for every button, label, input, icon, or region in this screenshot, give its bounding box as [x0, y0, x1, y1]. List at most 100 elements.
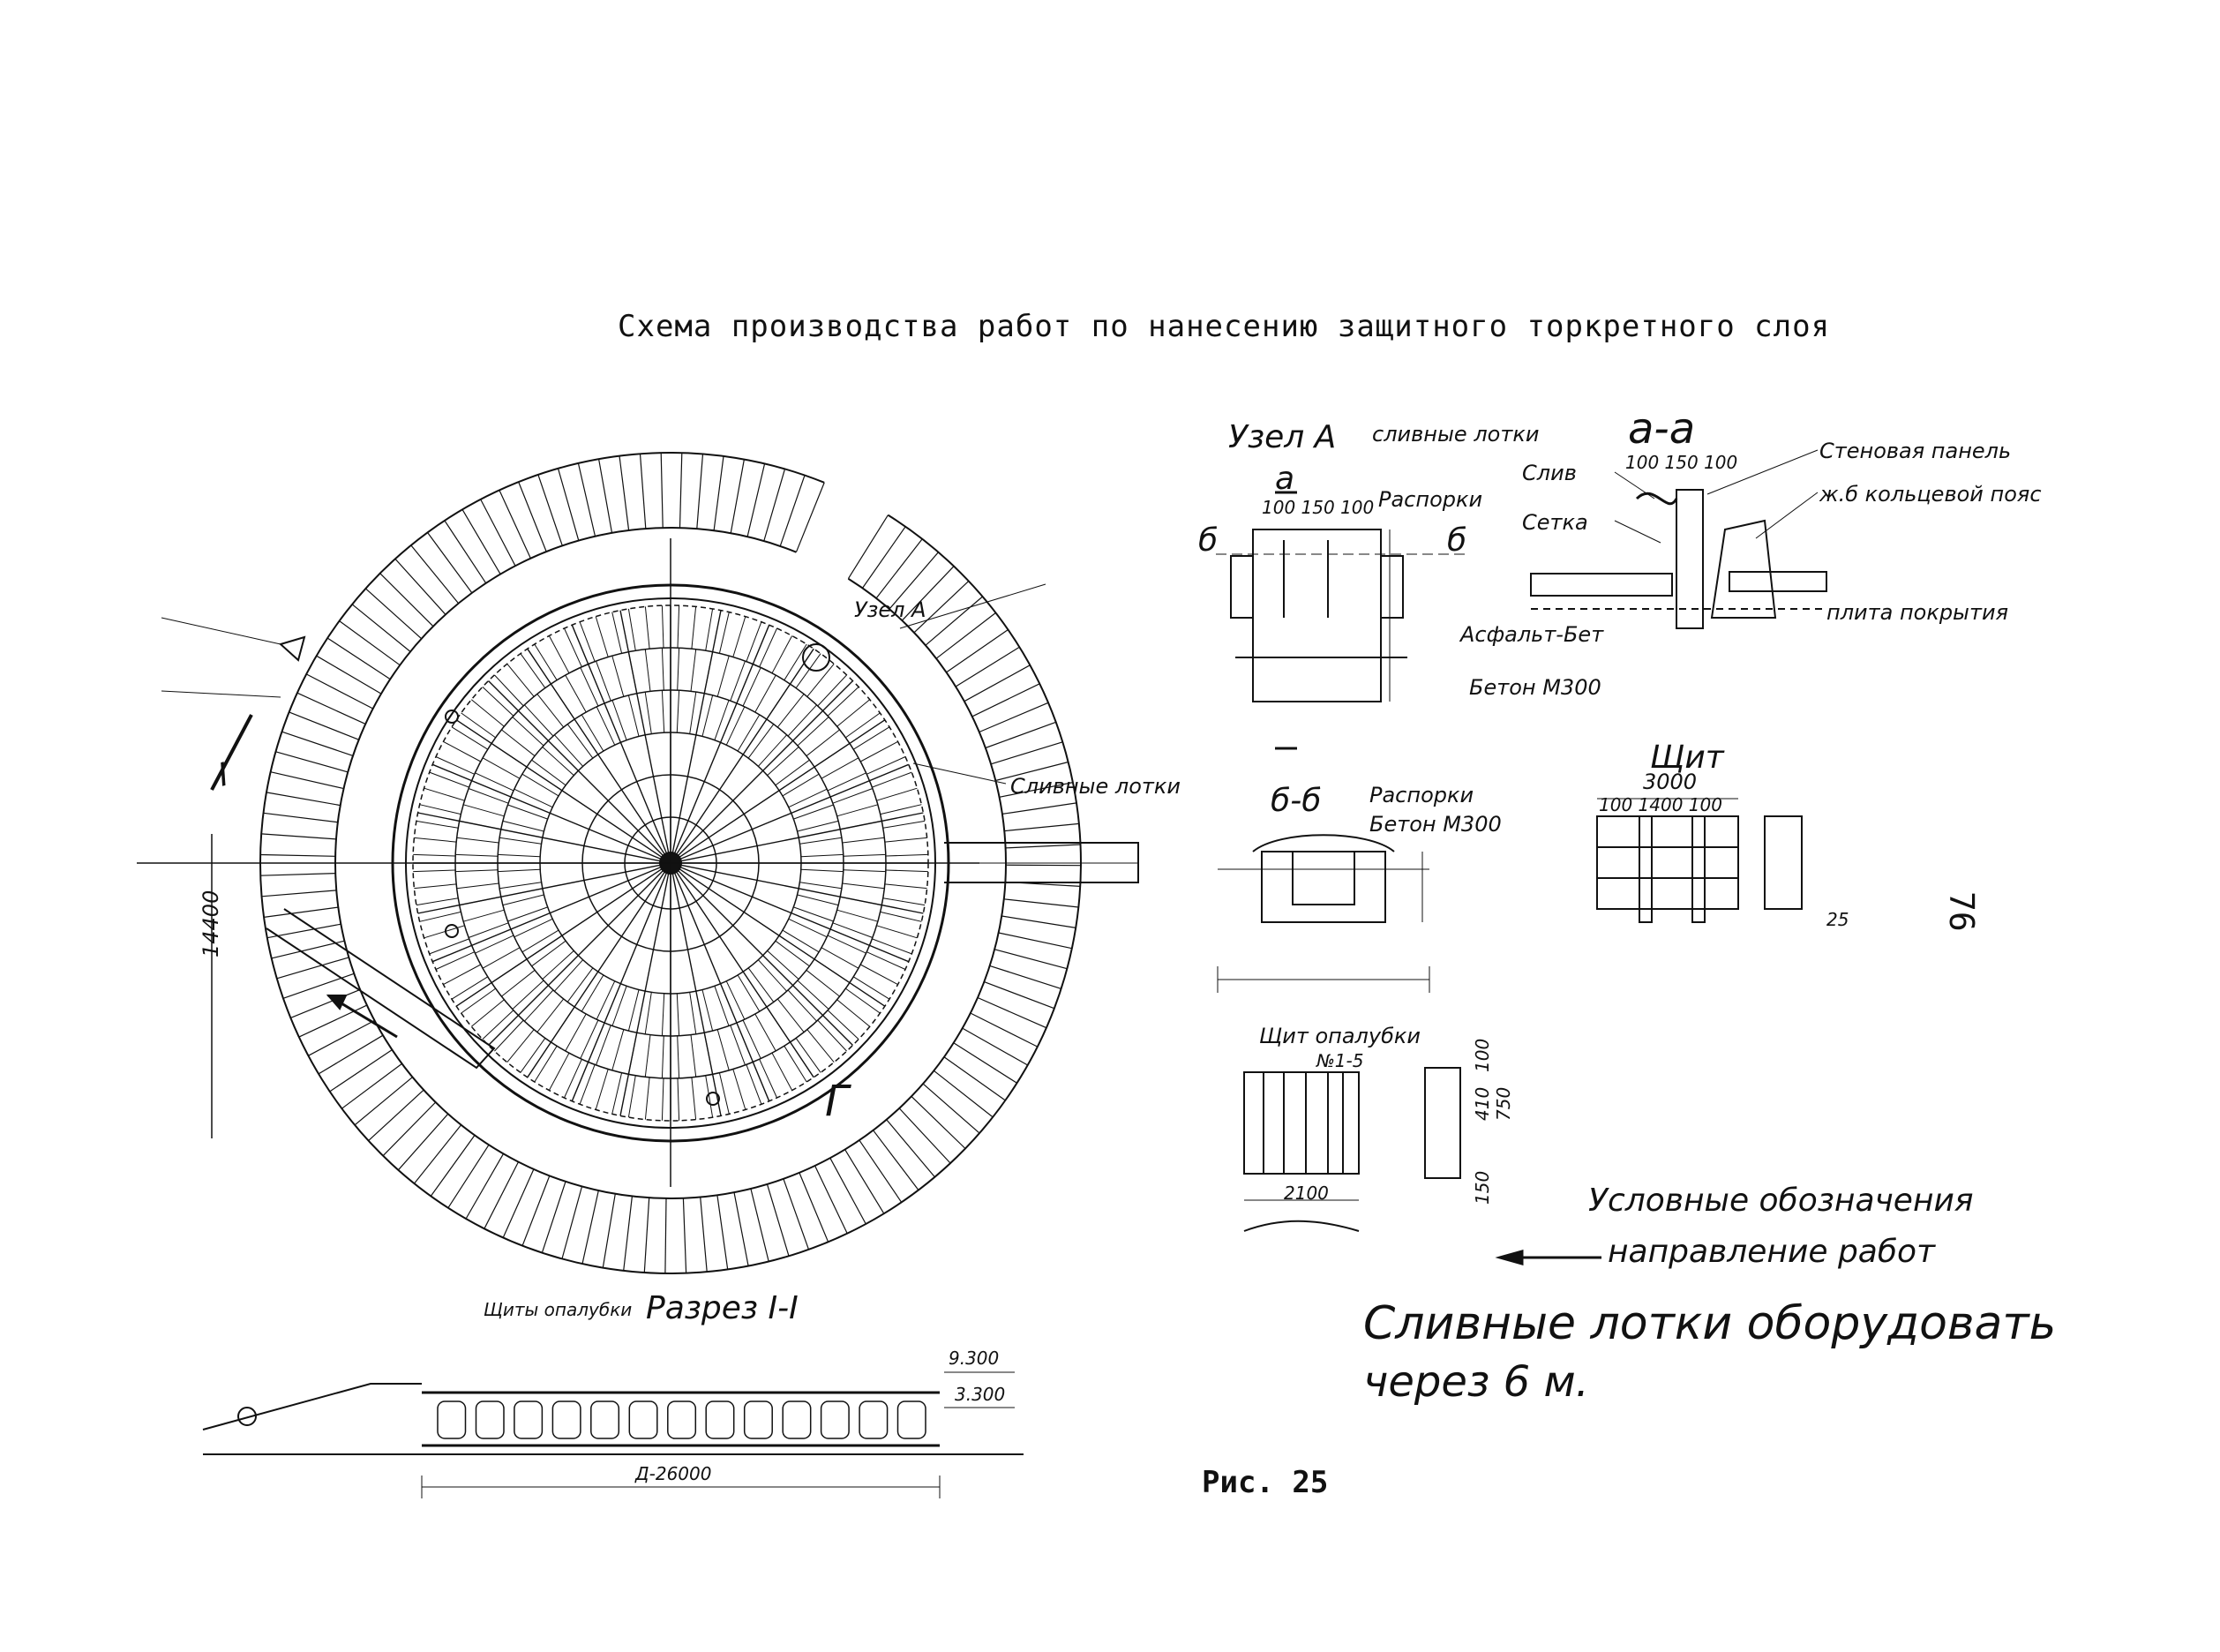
dome-radial-line [417, 864, 661, 914]
dome-segment-line [595, 616, 609, 657]
dome-segment-line [491, 742, 528, 768]
node-a-mark-b-left: б [1198, 522, 1219, 559]
section-aa-asfalt-label: Асфальт-Бет [1460, 622, 1604, 647]
node-a-channel-left [1230, 555, 1254, 619]
outer-ring-segment-line [700, 1197, 708, 1273]
outer-ring-segment-line [461, 508, 501, 574]
dome-segment-line [536, 998, 565, 1032]
dome-segment-line [542, 950, 574, 980]
node-a-dims-top: 100 150 100 [1262, 497, 1375, 518]
dome-segment-line [754, 1013, 776, 1052]
outer-ring-segment-line [730, 459, 745, 534]
outer-ring-segment-line [581, 1190, 599, 1265]
dome-radial-line [679, 763, 910, 860]
dome-segment-line [885, 853, 928, 857]
dome-segment-line [414, 883, 457, 890]
dome-segment-line [795, 1038, 821, 1073]
dome-segment-line [758, 734, 787, 767]
dome-segment-line [885, 869, 928, 873]
outer-ring-segment-line [799, 1172, 829, 1243]
dome-segment-line [882, 897, 926, 906]
dome-segment-line [782, 773, 820, 797]
dome-segment-line [429, 771, 469, 788]
dome-segment-line [872, 771, 912, 788]
plan-dome-ring-segments [413, 605, 928, 1121]
dome-segment-line [443, 740, 482, 762]
dome-segment-line [534, 1045, 558, 1083]
outer-ring-segment-line [746, 463, 766, 537]
section-ii-machine [237, 1407, 257, 1426]
plan-view [137, 451, 1139, 1274]
dome-segment-line [627, 1075, 636, 1118]
outer-ring-segment-line [953, 1042, 1017, 1084]
dome-segment-line [842, 882, 885, 890]
outer-ring-segment-line [979, 702, 1049, 733]
dome-segment-line [455, 853, 499, 857]
outer-ring-segment-line [410, 544, 460, 604]
outer-ring-segment-line [275, 751, 349, 773]
dome-segment-line [690, 649, 697, 692]
dome-radial-line [671, 610, 722, 853]
section-aa-sliv-label: Слив [1522, 461, 1577, 485]
outer-ring-segment-line [394, 558, 446, 615]
dome-radial-line [680, 812, 924, 862]
shield-dims-top: 100 1400 100 [1599, 794, 1722, 815]
outer-ring-segment-line [518, 481, 547, 552]
dome-segment-line [746, 1064, 762, 1105]
node-a-title: Узел А [1228, 419, 1337, 455]
dome-segment-line [550, 1006, 575, 1043]
dome-segment-line [461, 987, 496, 1014]
dome-radial-line [673, 624, 770, 854]
dome-segment-line [542, 747, 574, 776]
section-aa-detail [1530, 449, 1827, 629]
outer-ring-segment-line [270, 771, 344, 790]
dome-segment-line [554, 959, 583, 992]
section-ii-cell [782, 1400, 812, 1439]
dome-segment-line [475, 935, 514, 954]
dome-segment-line [627, 651, 638, 694]
dome-segment-line [468, 788, 509, 804]
outer-ring-segment-line [913, 580, 970, 634]
dome-segment-line [845, 987, 881, 1014]
outer-ring-segment-line [925, 596, 983, 646]
dome-segment-line [520, 653, 546, 688]
dome-segment-line [776, 998, 805, 1032]
dome-segment-line [725, 706, 746, 746]
shield-formwork-subtitle: №1-5 [1316, 1050, 1364, 1071]
dome-segment-line [413, 869, 456, 873]
dome-segment-line [429, 938, 469, 955]
outer-ring-segment-line [783, 1178, 810, 1250]
dome-segment-line [524, 704, 554, 737]
dome-segment-line [730, 660, 746, 702]
dome-radial-line [417, 812, 661, 862]
plan-equipment-1 [279, 635, 306, 662]
outer-ring-segment-line [281, 731, 354, 756]
outer-ring-segment-line [844, 1149, 885, 1214]
dome-segment-line [456, 882, 499, 890]
plan-sliv-lotki-label: Сливные лотки [1010, 774, 1181, 799]
dome-segment-line [661, 993, 665, 1036]
dome-radial-line [455, 868, 663, 1007]
plan-leader-3 [899, 583, 1046, 629]
node-a-rasporki-label: Распорки [1378, 487, 1483, 512]
outer-ring-segment-line [266, 923, 341, 939]
dome-segment-line [758, 959, 787, 992]
dome-segment-line [498, 868, 541, 873]
outer-ring-segment-line [577, 462, 596, 537]
dome-radial-line [488, 870, 664, 1046]
section-aa-leader-3 [1706, 449, 1819, 495]
section-aa-title: а-а [1628, 404, 1696, 454]
dome-radial-line [619, 610, 670, 853]
dome-segment-line [416, 820, 459, 829]
outer-ring-segment-line [430, 1135, 476, 1197]
dome-segment-line [806, 1029, 835, 1063]
dome-segment-line [459, 820, 501, 830]
dome-segment-line [491, 958, 528, 984]
shield-title: Щит [1650, 740, 1724, 776]
dome-segment-line [566, 724, 594, 759]
dome-segment-line [836, 804, 878, 817]
section-ii-cell [628, 1400, 658, 1439]
dome-segment-line [842, 837, 885, 844]
plan-leader-1 [161, 617, 281, 645]
dome-segment-line [677, 1035, 680, 1078]
